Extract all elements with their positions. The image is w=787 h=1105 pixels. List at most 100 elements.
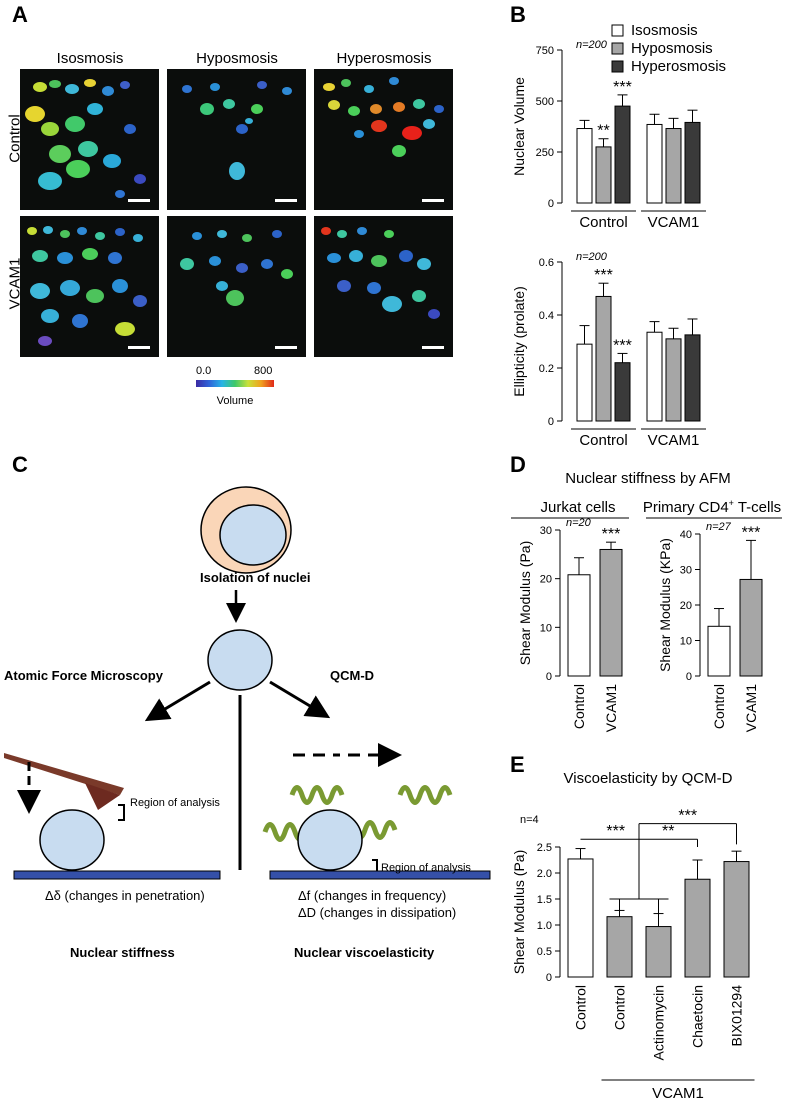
group-label-vcam1: VCAM1: [652, 1085, 704, 1102]
n-label: n=27: [706, 521, 732, 533]
panel-e-title: Viscoelasticity by QCM-D: [564, 770, 733, 787]
bar: [684, 878, 711, 978]
y-axis-label: Shear Modulus (Pa): [511, 850, 527, 975]
legend-swatch-hyperosmosis: [611, 60, 624, 73]
bar: [595, 146, 612, 204]
bar: [614, 362, 631, 422]
scale-bar: [275, 346, 297, 349]
n-label: n=200: [576, 39, 608, 51]
micrograph-vcam1-isosmosis: [20, 216, 159, 357]
y-tick-label: 10: [540, 622, 552, 634]
bar: [723, 861, 750, 978]
x-tick-label: VCAM1: [743, 684, 759, 732]
legend-label-hyposmosis: Hyposmosis: [631, 40, 713, 57]
y-tick-label: 10: [680, 636, 692, 648]
colorbar-title: Volume: [216, 395, 254, 407]
y-tick-label: 0.2: [539, 363, 554, 375]
label-region-left: Region of analysis: [130, 797, 220, 809]
y-axis-label: Ellipticity (prolate): [511, 286, 527, 396]
col-label-hyperosmosis: Hyperosmosis: [336, 50, 432, 67]
y-tick-label: 20: [540, 574, 552, 586]
bar: [684, 334, 701, 422]
x-tick-label: Actinomycin: [651, 985, 667, 1060]
group-label-vcam1: VCAM1: [648, 432, 700, 449]
x-tick-label: VCAM1: [603, 684, 619, 732]
x-tick-label: Control: [612, 985, 628, 1030]
scale-bar: [128, 199, 150, 202]
bar: [567, 858, 594, 978]
afm-substrate: [13, 870, 221, 880]
y-tick-label: 20: [680, 600, 692, 612]
chart-jurkat-stiffness: Jurkat cells Shear Modulus (Pa) n=20 010…: [511, 499, 629, 732]
header-cd4-main: Primary CD4: [643, 499, 729, 516]
y-tick-label: 2.5: [537, 842, 552, 854]
label-delta-f: Δf (changes in frequency): [298, 888, 447, 903]
x-tick-label: Control: [711, 684, 727, 729]
micrograph-vcam1-hyposmosis: [167, 216, 306, 357]
panel-c-diagram: [4, 486, 491, 880]
bar: [739, 578, 763, 677]
label-nuclear-stiffness: Nuclear stiffness: [70, 945, 175, 960]
scale-bar: [128, 346, 150, 349]
nuclei-render: [182, 81, 292, 180]
bar: [665, 338, 682, 422]
x-tick-label: Control: [571, 684, 587, 729]
bar: [576, 128, 593, 204]
micrograph-control-isosmosis: [20, 69, 159, 210]
legend-label-hyperosmosis: Hyperosmosis: [631, 58, 726, 75]
y-axis-label: Nuclear Volume: [511, 77, 527, 176]
group-label-control: Control: [579, 432, 627, 449]
nuclei-render: [180, 230, 293, 306]
colorbar-min-label: 0.0: [196, 365, 212, 377]
group-label-control: Control: [579, 214, 627, 231]
bar: [595, 295, 612, 422]
x-tick-label: Chaetocin: [690, 985, 706, 1048]
scale-bar: [422, 199, 444, 202]
y-tick-label: 750: [536, 45, 554, 57]
nuclei-render: [27, 226, 147, 346]
qcmd-substrate: [269, 870, 491, 880]
chart-cd4-stiffness: Primary CD4+ T-cells Shear Modulus (KPa)…: [643, 498, 782, 732]
legend-swatch-hyposmosis: [611, 42, 624, 55]
colorbar-max-label: 800: [254, 365, 273, 377]
panel-d-title: Nuclear stiffness by AFM: [565, 470, 731, 487]
bar: [665, 128, 682, 204]
y-tick-label: 0: [548, 416, 554, 428]
significance-label: **: [662, 823, 674, 840]
bar: [606, 916, 633, 978]
legend-swatch-isosmosis: [611, 24, 624, 37]
label-delta-D: ΔD (changes in dissipation): [298, 905, 457, 920]
legend: Isosmosis Hyposmosis Hyperosmosis: [611, 22, 726, 75]
significance-label: ***: [594, 267, 613, 284]
afm-tip: [85, 783, 120, 810]
col-label-hyposmosis: Hyposmosis: [196, 50, 278, 67]
y-axis-label: Shear Modulus (Pa): [517, 541, 533, 666]
region-bracket-right: [372, 859, 378, 873]
micrograph-control-hyperosmosis: [314, 69, 453, 210]
label-delta-delta: Δδ (changes in penetration): [45, 888, 205, 903]
chart-viscoelasticity: Shear Modulus (Pa) n=4 VCAM1 00.51.01.52…: [511, 808, 755, 1102]
afm-cantilever: [4, 753, 124, 795]
bar: [567, 574, 591, 677]
bar: [646, 331, 663, 422]
bar: [576, 343, 593, 422]
bar: [614, 105, 631, 204]
y-tick-label: 0: [686, 671, 692, 683]
panel-b: Isosmosis Hyposmosis Hyperosmosis Nuclea…: [511, 22, 726, 449]
header-cd4: Primary CD4+ T-cells: [643, 498, 781, 516]
y-tick-label: 0: [546, 671, 552, 683]
y-tick-label: 30: [680, 565, 692, 577]
y-tick-label: 30: [540, 525, 552, 537]
label-region-right: Region of analysis: [381, 862, 471, 874]
header-jurkat: Jurkat cells: [540, 499, 615, 516]
wave-2: [397, 785, 453, 805]
arrow-to-afm: [144, 680, 211, 722]
y-tick-label: 1.0: [537, 920, 552, 932]
afm-nucleus: [39, 809, 105, 871]
qcmd-nucleus: [297, 809, 363, 871]
bar: [645, 926, 672, 978]
label-afm: Atomic Force Microscopy: [4, 668, 163, 683]
y-tick-label: 0.4: [539, 310, 554, 322]
header-cd4-sup: +: [729, 498, 734, 508]
y-axis-label: Shear Modulus (KPa): [657, 538, 673, 672]
